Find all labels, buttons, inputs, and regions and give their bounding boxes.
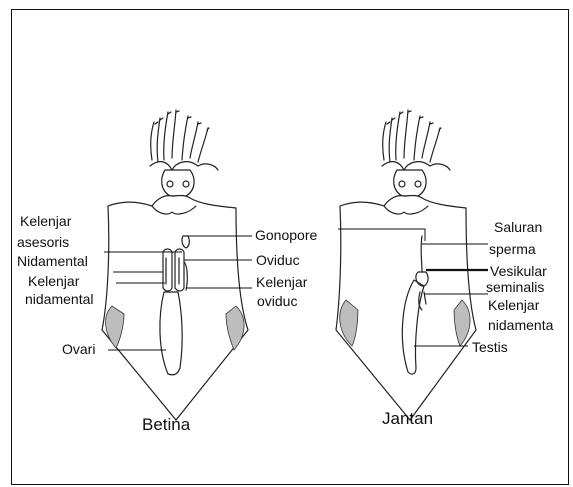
label-kelenjar-nidamental-2: nidamental — [25, 291, 94, 307]
female-mantle — [102, 196, 248, 421]
male-arms — [382, 110, 450, 170]
label-gonopore: Gonopore — [255, 227, 317, 243]
female-squid-drawing — [102, 110, 248, 420]
label-ovari: Ovari — [62, 341, 95, 357]
label-saluran-sperma-1: Saluran — [494, 219, 542, 235]
label-nidamental: Nidamental — [17, 253, 88, 269]
female-arms — [150, 110, 218, 170]
label-testis: Testis — [472, 339, 508, 355]
label-kelenjar-oviduc-1: Kelenjar — [256, 274, 308, 290]
label-kelenjar-asesoris-2: asesoris — [17, 234, 69, 250]
label-oviduc: Oviduc — [256, 252, 300, 268]
male-squid-drawing — [336, 110, 476, 420]
label-vesikular: Vesikular — [490, 263, 547, 279]
label-kelenjar-nidamenta-2: nidamenta — [488, 317, 554, 333]
caption-jantan: Jantan — [382, 409, 433, 428]
label-kelenjar-nidamental-1: Kelenjar — [28, 273, 80, 289]
caption-betina: Betina — [142, 415, 191, 434]
label-kelenjar-nidamenta-1: Kelenjar — [488, 297, 540, 313]
label-kelenjar-oviduc-2: oviduc — [257, 293, 297, 309]
label-saluran-sperma-2: sperma — [489, 241, 536, 257]
label-kelenjar-asesoris-1: Kelenjar — [20, 213, 72, 229]
label-seminalis: seminalis — [486, 279, 544, 295]
